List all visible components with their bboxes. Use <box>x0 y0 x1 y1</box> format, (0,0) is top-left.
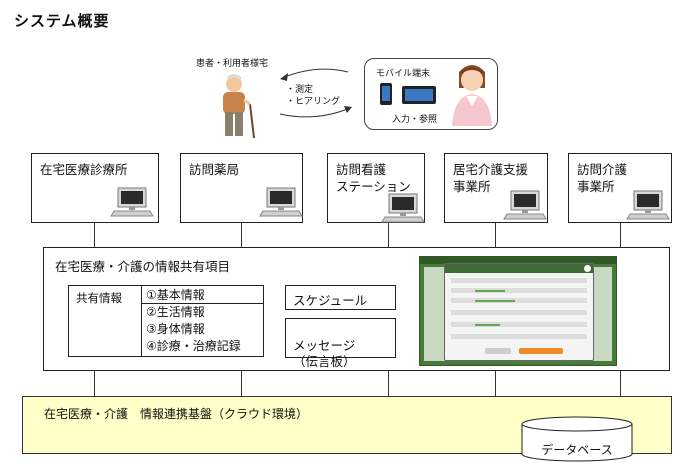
table-row-divider <box>141 303 264 304</box>
arrow-labels: ・測定 ・ヒアリング <box>286 84 340 108</box>
schedule-box: スケジュール <box>285 285 396 310</box>
facility-care-support-label: 居宅介護支援 事業所 <box>453 162 529 194</box>
facility-home-care: 訪問介護 事業所 <box>568 153 672 223</box>
hearing-label: ・ヒアリング <box>286 97 341 107</box>
shared-info-table <box>68 285 264 357</box>
data-flow-arrows <box>279 68 352 118</box>
connector-line <box>94 223 95 247</box>
computer-icon <box>503 190 547 220</box>
connector-line <box>388 371 389 396</box>
shared-info-title: 在宅医療・介護の情報共有項目 <box>55 259 231 274</box>
nurse-icon <box>452 65 492 126</box>
mobile-label: モバイル端末 <box>376 69 431 79</box>
shared-info-label: 共有情報 <box>76 291 122 305</box>
computer-icon <box>110 187 154 217</box>
smartphone-tablet-icon <box>380 83 436 105</box>
elderly-patient-icon <box>223 74 255 139</box>
info-item-body: ③身体情報 <box>146 322 205 336</box>
app-screenshot-thumbnail <box>419 256 617 366</box>
facility-home-care-label: 訪問介護 事業所 <box>577 162 628 194</box>
mobile-caption: 入力・参照 <box>392 115 438 125</box>
info-item-medical: ④診療・治療記録 <box>146 339 241 353</box>
facility-care-support: 居宅介護支援 事業所 <box>444 153 548 223</box>
connector-line <box>241 371 242 396</box>
connector-line <box>620 371 621 396</box>
message-label: メッセージ （伝言板） <box>293 338 356 369</box>
table-divider <box>141 285 142 357</box>
connector-line <box>241 223 242 247</box>
connector-line <box>495 371 496 396</box>
connector-line <box>495 223 496 247</box>
facility-clinic-label: 在宅医療診療所 <box>40 162 128 177</box>
facility-nursing-station-label: 訪問看護 ステーション <box>336 162 411 194</box>
page-title: システム概要 <box>14 12 110 30</box>
info-item-basic: ①基本情報 <box>146 288 205 302</box>
info-item-life: ②生活情報 <box>146 305 205 319</box>
measurement-label: ・測定 <box>286 85 314 95</box>
schedule-label: スケジュール <box>293 293 368 308</box>
database-icon <box>521 416 633 462</box>
computer-icon <box>626 190 670 220</box>
facility-pharmacy-label: 訪問薬局 <box>189 162 240 177</box>
database-label: データベース <box>541 443 613 457</box>
cloud-platform-label: 在宅医療・介護 情報連携基盤（クラウド環境） <box>44 407 309 421</box>
computer-icon <box>259 187 303 217</box>
patient-home-label: 患者・利用者様宅 <box>196 59 269 69</box>
connector-line <box>94 371 95 396</box>
connector-line <box>620 223 621 247</box>
connector-line <box>388 223 389 247</box>
computer-icon <box>381 193 425 223</box>
message-box: メッセージ （伝言板） <box>285 318 396 369</box>
